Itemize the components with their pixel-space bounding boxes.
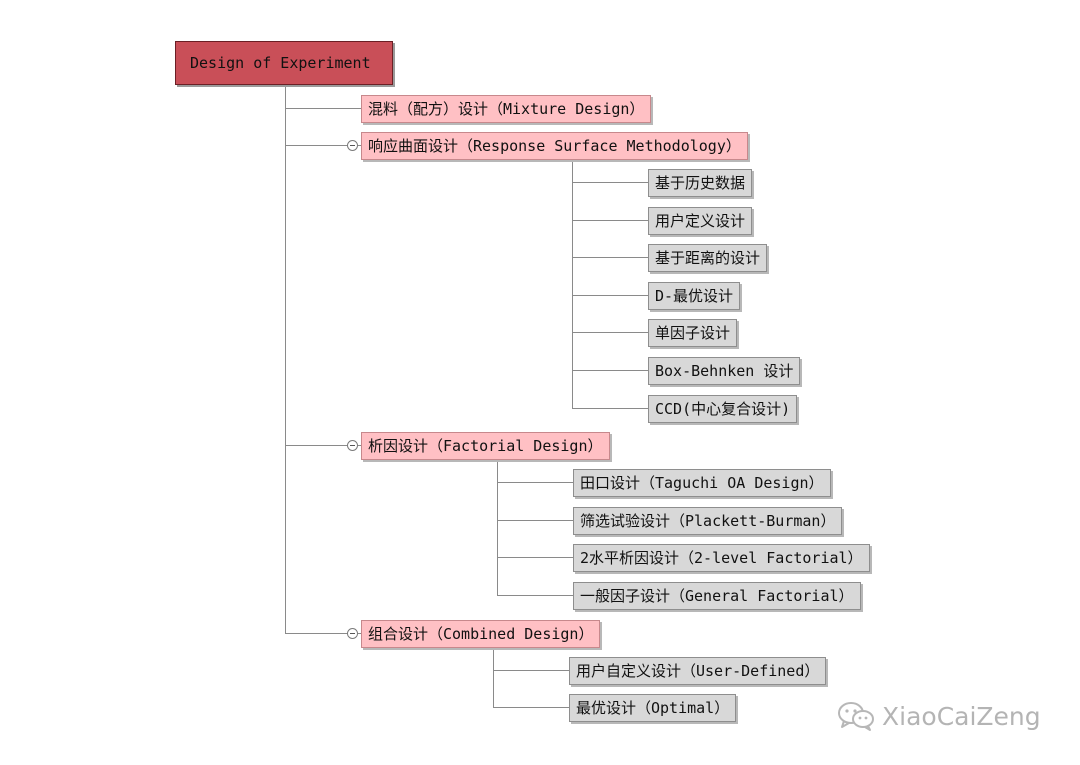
leaf-node-rsm-box-behnken[interactable]: Box-Behnken 设计 — [648, 357, 801, 385]
leaf-node-factorial-2-level[interactable]: 2水平析因设计（2-level Factorial） — [573, 544, 870, 572]
leaf-node-rsm-historical[interactable]: 基于历史数据 — [648, 169, 753, 197]
connector-combined-trunk — [493, 648, 494, 707]
connector-leaf-node-factorial-plackett-burman — [497, 520, 573, 521]
connector-leaf-node-combined-optimal — [493, 707, 569, 708]
connector-leaf-node-rsm-ccd — [572, 408, 648, 409]
connector-leaf-node-factorial-2-level — [497, 557, 573, 558]
leaf-node-combined-optimal[interactable]: 最优设计（Optimal） — [569, 694, 737, 722]
leaf-node-factorial-general[interactable]: 一般因子设计（General Factorial） — [573, 582, 861, 610]
connector-leaf-node-factorial-taguchi — [497, 482, 573, 483]
connector-branch-node-factorial — [285, 445, 361, 446]
connector-leaf-node-rsm-historical — [572, 182, 648, 183]
connector-leaf-node-combined-user-defined — [493, 670, 569, 671]
connector-leaf-node-rsm-single-factor — [572, 332, 648, 333]
root-node[interactable]: Design of Experiment — [175, 41, 393, 85]
collapse-toggle-combined[interactable] — [347, 628, 358, 639]
leaf-node-combined-user-defined[interactable]: 用户自定义设计（User-Defined） — [569, 657, 827, 685]
connector-branch-node-rsm — [285, 145, 361, 146]
leaf-node-factorial-taguchi[interactable]: 田口设计（Taguchi OA Design） — [573, 469, 831, 497]
leaf-node-rsm-single-factor[interactable]: 单因子设计 — [648, 319, 738, 347]
branch-node-combined[interactable]: 组合设计（Combined Design） — [361, 620, 601, 648]
watermark: XiaoCaiZeng — [836, 700, 1041, 732]
leaf-node-rsm-distance[interactable]: 基于距离的设计 — [648, 244, 768, 272]
connector-leaf-node-rsm-d-optimal — [572, 295, 648, 296]
connector-rsm-trunk — [572, 160, 573, 408]
leaf-node-rsm-ccd[interactable]: CCD(中心复合设计) — [648, 395, 798, 423]
leaf-node-factorial-plackett-burman[interactable]: 筛选试验设计（Plackett-Burman） — [573, 507, 843, 535]
connector-branch-node-mixture — [285, 108, 361, 109]
connector-leaf-node-rsm-distance — [572, 257, 648, 258]
collapse-toggle-factorial[interactable] — [347, 440, 358, 451]
wechat-icon — [838, 702, 874, 731]
branch-node-factorial[interactable]: 析因设计（Factorial Design） — [361, 432, 610, 460]
branch-node-rsm[interactable]: 响应曲面设计（Response Surface Methodology） — [361, 132, 748, 160]
connector-leaf-node-rsm-user-defined — [572, 220, 648, 221]
connector-root-trunk — [285, 85, 286, 633]
leaf-node-rsm-d-optimal[interactable]: D-最优设计 — [648, 282, 741, 310]
branch-node-mixture[interactable]: 混料（配方）设计（Mixture Design） — [361, 95, 652, 123]
connector-branch-node-combined — [285, 633, 361, 634]
connector-leaf-node-factorial-general — [497, 595, 573, 596]
watermark-text: XiaoCaiZeng — [882, 701, 1041, 731]
connector-factorial-trunk — [497, 460, 498, 595]
leaf-node-rsm-user-defined[interactable]: 用户定义设计 — [648, 207, 753, 235]
collapse-toggle-rsm[interactable] — [347, 140, 358, 151]
connector-leaf-node-rsm-box-behnken — [572, 370, 648, 371]
